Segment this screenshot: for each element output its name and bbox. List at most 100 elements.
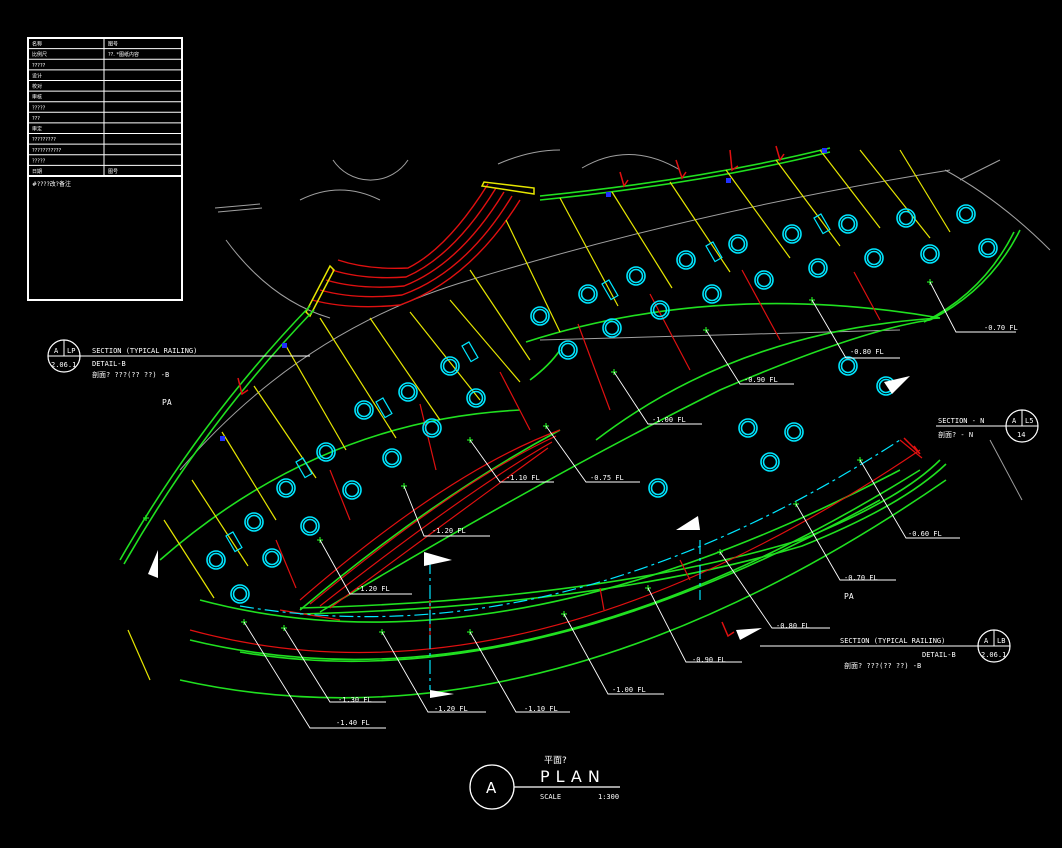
box-marker: [295, 457, 313, 479]
callout-line1: SECTION (TYPICAL RAILING): [840, 637, 945, 645]
level-label: -0.75 FL: [590, 474, 624, 482]
seat-circle-inner: [246, 514, 262, 530]
red-boundary-arcs: [189, 429, 923, 654]
seat-circle-inner: [762, 454, 778, 470]
callout-ref: 14: [1017, 431, 1025, 439]
seat-circle: [784, 422, 804, 442]
seat-circle-inner: [810, 260, 826, 276]
railing-line: [725, 169, 791, 259]
title-block-cell: ?????: [32, 158, 46, 164]
level-label: -1.40 FL: [336, 719, 370, 727]
seat-circle: [838, 356, 858, 376]
callout-line1: SECTION (TYPICAL RAILING): [92, 347, 197, 355]
level-label: -0.80 FL: [776, 622, 810, 630]
callout-letter: A: [1012, 417, 1017, 425]
level-label: -0.70 FL: [984, 324, 1018, 332]
railing-line: [409, 311, 481, 401]
seat-circle-inner: [400, 384, 416, 400]
pa-label: PA: [162, 398, 172, 407]
title-block-cell: 日期: [32, 169, 42, 175]
title-block-cell: ???: [32, 116, 40, 122]
level-label: -1.10 FL: [524, 705, 558, 713]
seat-circle-inner: [922, 246, 938, 262]
seat-circle-inner: [208, 552, 224, 568]
leader-line: [613, 371, 702, 425]
leader-line: [795, 503, 896, 581]
title-block: 名称图号比例尺??. *图纸内容?????设计校对审核????????审定???…: [27, 37, 183, 301]
plan-bubble-letter: A: [486, 779, 497, 797]
partition-line: [577, 323, 611, 411]
partition-line: [649, 293, 691, 371]
seat-circle-inner: [468, 390, 484, 406]
seat-circle: [760, 452, 780, 472]
railing-line: [285, 345, 347, 451]
seat-circle: [230, 584, 250, 604]
seat-circle: [956, 204, 976, 224]
railing-line: [369, 317, 441, 421]
seat-circle: [440, 356, 460, 376]
stair-end-cap: [305, 264, 335, 318]
seat-circle: [754, 270, 774, 290]
blue-markers: [220, 148, 827, 441]
railing-line: [559, 197, 619, 307]
seat-circle: [342, 480, 362, 500]
plan-title: PLAN: [540, 767, 606, 786]
level-label: -1.00 FL: [612, 686, 646, 694]
seat-circle-inner: [232, 586, 248, 602]
box-marker: [225, 531, 243, 553]
level-label: -0.90 FL: [744, 376, 778, 384]
seat-circle: [702, 284, 722, 304]
title-block-cell: 图号: [108, 42, 118, 48]
title-block-cell: 校对: [32, 83, 42, 90]
seat-circle-inner: [604, 320, 620, 336]
level-label: -1.30 FL: [338, 696, 372, 704]
leader-line: [705, 329, 794, 385]
railing-line: [669, 181, 731, 273]
seat-circle: [626, 266, 646, 286]
seat-circle: [650, 300, 670, 320]
callout-line2: DETAIL-B: [922, 651, 956, 659]
railing-line: [819, 149, 881, 229]
level-labels: -0.70 FL -0.80 FL -0.90 FL -1.00 FL -1.10 FL…: [336, 324, 1018, 727]
plan-chinese-title: 平面?: [544, 755, 567, 766]
level-label: -0.80 FL: [850, 348, 884, 356]
seat-circle: [920, 244, 940, 264]
seat-circle-inner: [650, 480, 666, 496]
scale-label: SCALE: [540, 793, 561, 801]
seat-circle: [676, 250, 696, 270]
section-sub: 剖面? - N: [938, 430, 973, 439]
box-marker: [705, 241, 723, 263]
seat-circle: [978, 238, 998, 258]
seat-circle-inner: [652, 302, 668, 318]
red-partition-lines: [275, 269, 881, 611]
partition-line: [419, 403, 437, 471]
title-block-cell: 设计: [32, 72, 42, 79]
seat-circle: [354, 400, 374, 420]
level-label: -0.90 FL: [692, 656, 726, 664]
partition-line: [741, 269, 781, 341]
level-label: -1.20 FL: [432, 527, 466, 535]
leader-line: [283, 627, 386, 703]
title-block-cell: 名称: [32, 41, 42, 48]
section-callout-right-bottom: SECTION (TYPICAL RAILING) DETAIL-B 剖面? ?…: [760, 629, 1011, 670]
railing-line: [469, 269, 531, 361]
leader-line: [563, 613, 664, 695]
small-cyan-boxes: [225, 213, 831, 553]
seat-circle: [896, 208, 916, 228]
railing-line: [775, 159, 841, 247]
railing-line: [611, 191, 673, 289]
seat-circle-inner: [302, 518, 318, 534]
callout-sheet: L5: [1025, 417, 1033, 425]
box-marker: [375, 397, 393, 419]
seat-circle: [648, 478, 668, 498]
railing-line: [505, 219, 561, 333]
partition-line: [853, 271, 881, 321]
seat-circle: [382, 448, 402, 468]
railing-line: [859, 149, 931, 239]
leader-line: [929, 281, 1016, 333]
partition-line: [679, 559, 691, 581]
seat-circle: [422, 418, 442, 438]
callout-letter: A: [54, 347, 59, 355]
seat-circle: [244, 512, 264, 532]
